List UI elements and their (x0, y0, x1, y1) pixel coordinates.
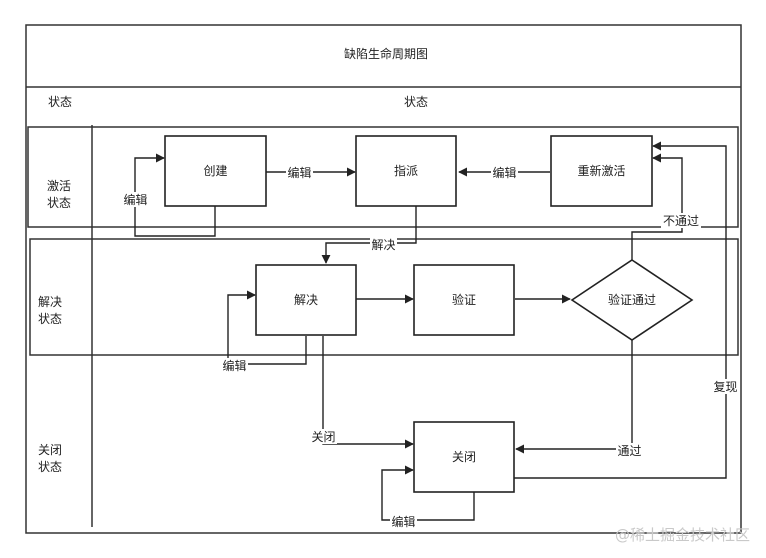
edge-label-assign-to-resolve: 解决 (371, 238, 395, 252)
edge-label-close-self-edit: 编辑 (391, 514, 415, 529)
edge-label-create-self-edit: 编辑 (123, 192, 147, 207)
edge-close-self-edit (381, 465, 475, 521)
watermark: @稀土掘金技术社区 (615, 526, 750, 544)
lane-label-closed-1: 关闭 (38, 443, 62, 457)
edge-label-bg (390, 514, 417, 529)
lane-label-resolve-1: 解决 (38, 295, 62, 309)
edge-create-self-edit (134, 153, 216, 237)
edge-label-reactivate-to-assign: 编辑 (492, 165, 516, 180)
node-verify-pass-label: 验证通过 (608, 292, 656, 307)
edge-close-to-reactivate (514, 141, 727, 479)
node-resolve[interactable] (255, 264, 357, 336)
edge-assign-to-resolve (321, 206, 417, 264)
lane-label-closed-2: 状态 (38, 460, 62, 474)
edge-label-resolve-to-close: 关闭 (311, 430, 335, 444)
edge-label-bg (370, 237, 397, 252)
edge-label-bg (712, 379, 739, 394)
node-assign[interactable] (355, 135, 457, 207)
node-reactivate[interactable] (550, 135, 653, 207)
edge-label-fail-to-reactivate: 不通过 (663, 214, 699, 228)
edge-label-bg (310, 429, 337, 444)
edge-label-pass-to-close: 通过 (617, 444, 641, 458)
edge-fail-to-reactivate (631, 153, 683, 260)
node-create-label: 创建 (203, 164, 227, 178)
lane-label-resolve-2: 状态 (38, 312, 62, 326)
node-close[interactable] (413, 421, 515, 493)
edge-resolve-to-close (322, 336, 414, 449)
edge-pass-to-close (515, 340, 633, 454)
node-close-label: 关闭 (452, 450, 476, 464)
node-verify-label: 验证 (452, 292, 476, 307)
header-left-label: 状态 (48, 95, 72, 109)
node-reactivate-label: 重新激活 (577, 163, 625, 178)
edge-label-bg (122, 192, 149, 207)
lane-label-active-1: 激活 (47, 179, 71, 193)
edge-label-create-to-assign: 编辑 (287, 165, 311, 180)
edge-label-bg (616, 443, 643, 458)
node-verify-pass-decision[interactable] (570, 259, 694, 341)
header-right-label: 状态 (404, 95, 428, 109)
diagram-title: 缺陷生命周期图 (344, 46, 428, 61)
edge-label-bg (221, 358, 248, 373)
edge-label-close-to-reactivate: 复现 (713, 380, 737, 394)
node-create[interactable] (164, 135, 267, 207)
edge-label-bg (491, 165, 518, 180)
node-assign-label: 指派 (394, 163, 418, 178)
lane-label-active-2: 状态 (47, 196, 71, 210)
edge-label-bg (661, 213, 701, 228)
diagram-frame (25, 24, 742, 534)
edge-label-bg (286, 165, 313, 180)
node-resolve-label: 解决 (294, 293, 318, 307)
node-verify[interactable] (413, 264, 515, 336)
edge-label-resolve-self-edit: 编辑 (222, 358, 246, 373)
lane-active (27, 126, 739, 228)
